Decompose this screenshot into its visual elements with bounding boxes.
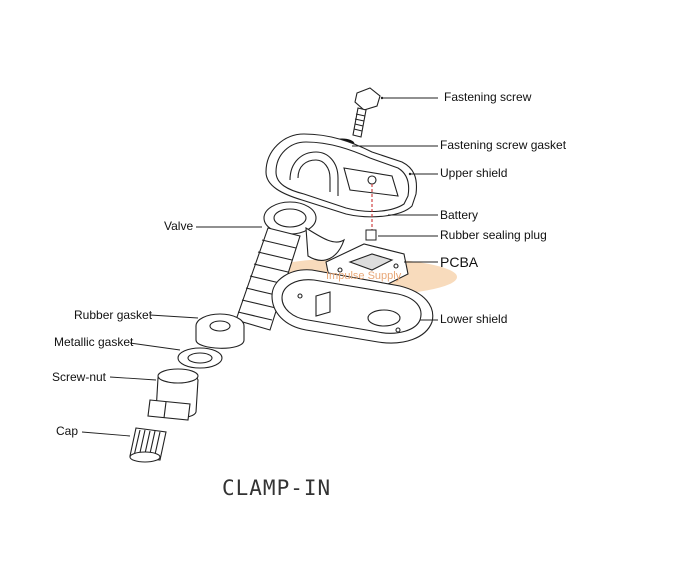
label-upper-shield: Upper shield — [440, 166, 508, 180]
cap-part — [129, 427, 167, 463]
label-fastening-screw: Fastening screw — [444, 90, 532, 104]
diagram-title: CLAMP-IN — [222, 476, 332, 500]
metallic-gasket-part — [177, 347, 223, 369]
watermark-text: Impulse Supply — [326, 270, 402, 282]
label-lower-shield: Lower shield — [440, 312, 508, 326]
label-rubber-gasket: Rubber gasket — [74, 308, 153, 322]
label-battery: Battery — [440, 208, 479, 222]
valve-part — [235, 201, 345, 331]
lower-shield-part — [271, 269, 434, 344]
screw-nut-part — [147, 368, 199, 421]
label-rubber-sealing-plug: Rubber sealing plug — [440, 228, 547, 242]
label-screw-nut: Screw-nut — [52, 370, 107, 384]
rubber-sealing-plug-part — [365, 229, 377, 241]
label-fastening-screw-gasket: Fastening screw gasket — [440, 138, 567, 152]
label-cap: Cap — [56, 424, 79, 438]
label-valve: Valve — [164, 219, 194, 233]
label-metallic-gasket: Metallic gasket — [54, 335, 134, 349]
fastening-screw-part — [352, 87, 381, 138]
leader-lines — [81, 97, 438, 437]
upper-shield-part — [265, 133, 418, 230]
label-pcba: PCBA — [440, 254, 479, 270]
rubber-gasket-part — [195, 313, 245, 349]
